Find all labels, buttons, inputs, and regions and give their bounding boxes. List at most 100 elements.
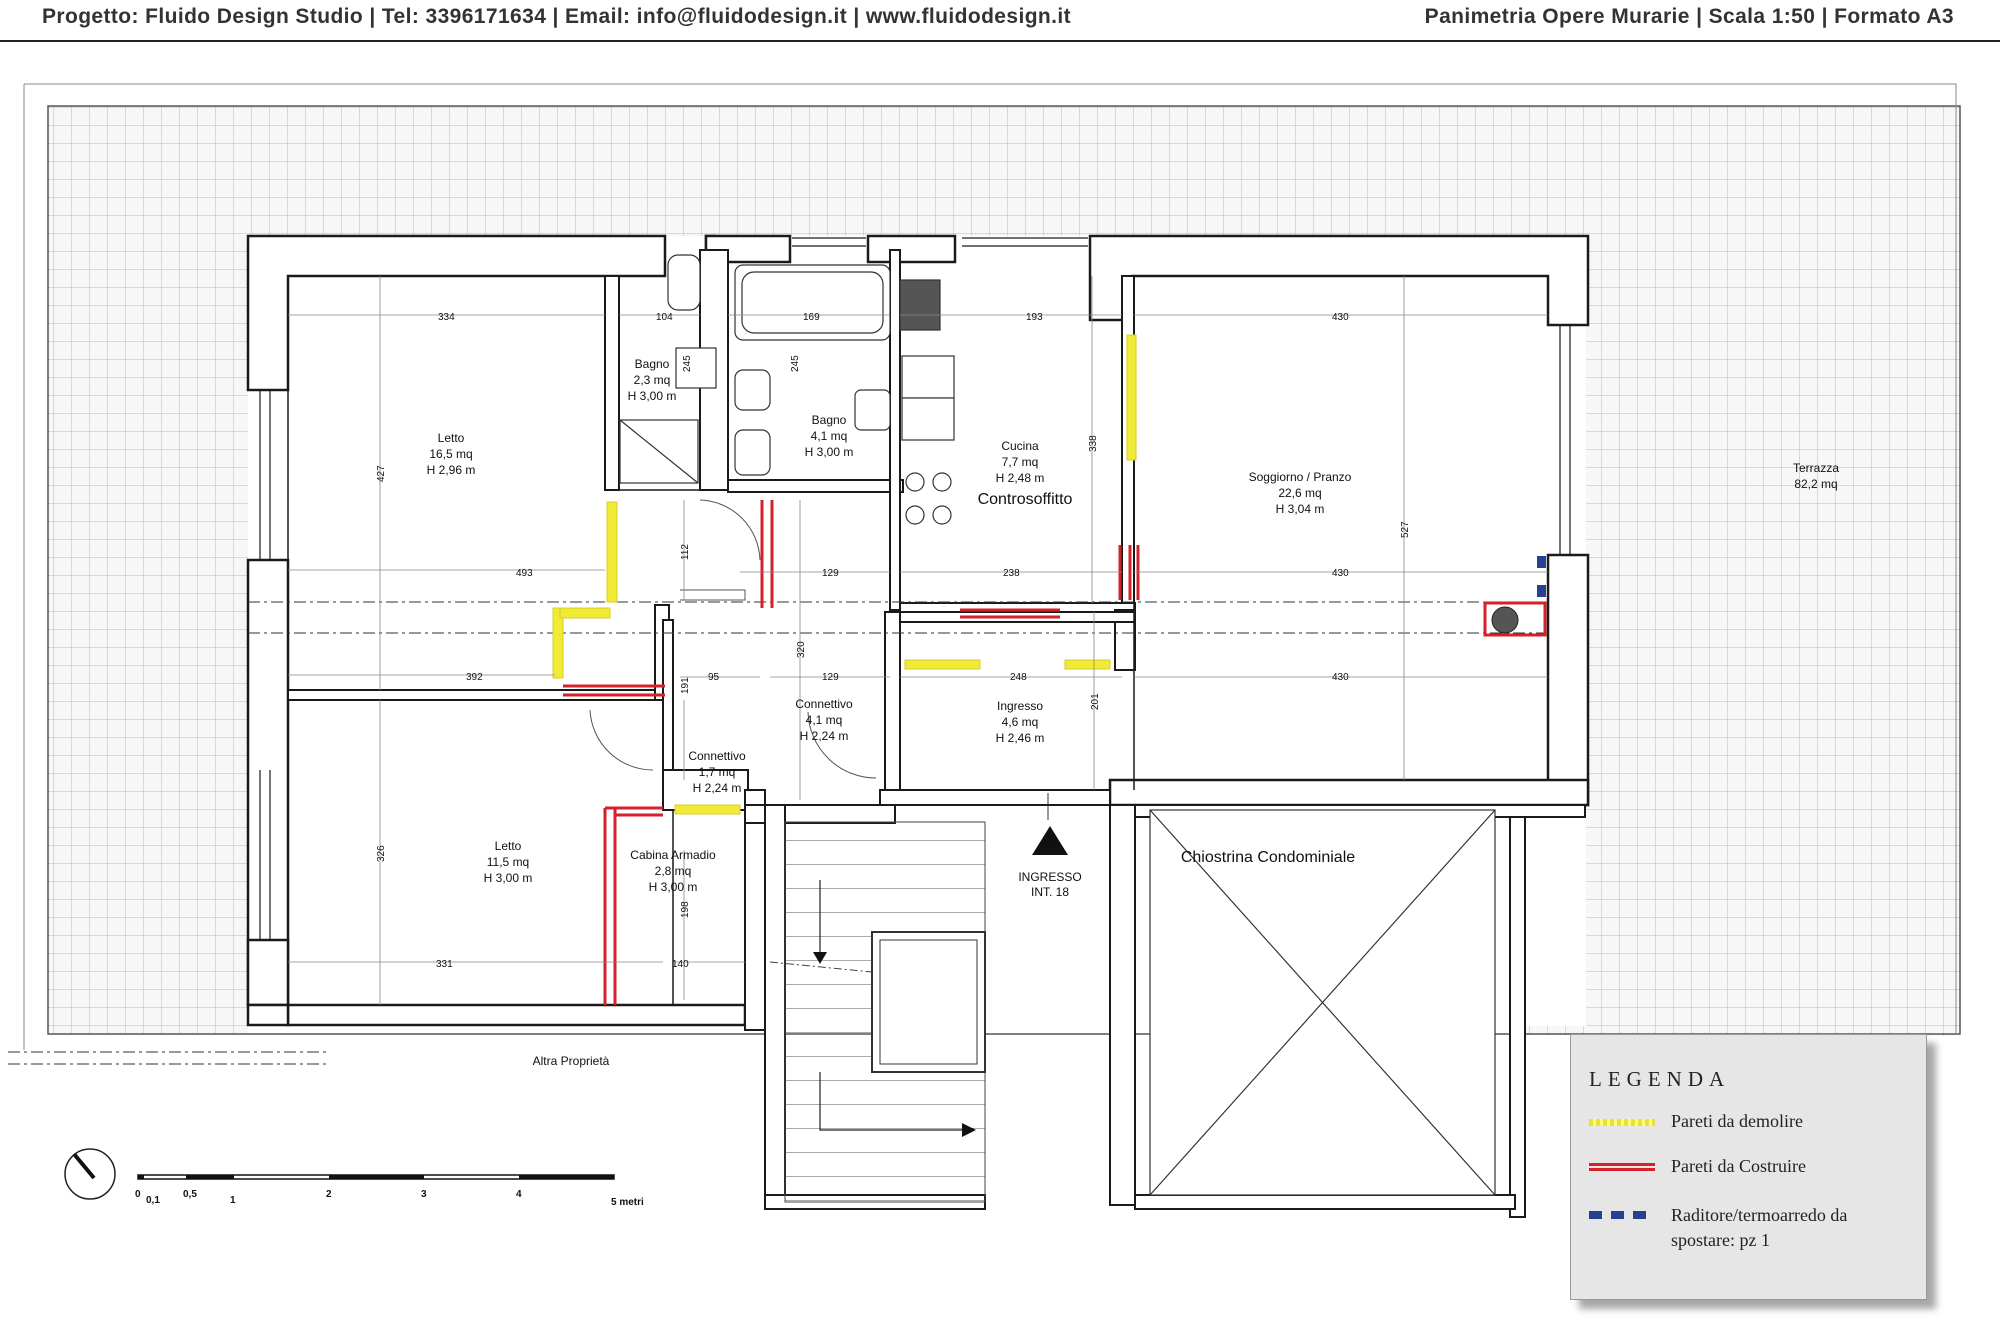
svg-text:7,7 mq: 7,7 mq bbox=[1002, 455, 1039, 469]
doors bbox=[589, 499, 877, 779]
room-bagno-2: Bagno 4,1 mq H 3,00 m bbox=[805, 413, 854, 459]
walls-to-build bbox=[563, 500, 1547, 1005]
svg-text:H 3,00 m: H 3,00 m bbox=[628, 389, 677, 403]
chimney-icon bbox=[899, 279, 941, 331]
svg-text:245: 245 bbox=[790, 355, 801, 372]
svg-text:Connettivo: Connettivo bbox=[795, 697, 853, 711]
svg-text:Letto: Letto bbox=[438, 431, 465, 445]
sink-icon bbox=[675, 347, 717, 389]
svg-text:245: 245 bbox=[682, 355, 693, 372]
radiator-marks bbox=[1491, 556, 1546, 634]
exterior-walls bbox=[246, 234, 1590, 1027]
svg-text:H 2,24 m: H 2,24 m bbox=[693, 781, 742, 795]
svg-text:331: 331 bbox=[436, 959, 453, 970]
stairwell bbox=[769, 821, 986, 1203]
terrace-tiles bbox=[23, 83, 1961, 1050]
svg-text:Cucina: Cucina bbox=[1001, 439, 1039, 453]
svg-text:H 2,24 m: H 2,24 m bbox=[800, 729, 849, 743]
ingresso-int-label: INT. 18 bbox=[1031, 885, 1069, 899]
build-swatch bbox=[1589, 1163, 1655, 1171]
svg-text:Connettivo: Connettivo bbox=[688, 749, 746, 763]
entrance-arrow bbox=[1032, 793, 1068, 855]
svg-text:2: 2 bbox=[326, 1189, 332, 1200]
scale-bar: 0 0,1 0,5 1 2 3 4 5 metri bbox=[135, 1174, 644, 1208]
svg-text:338: 338 bbox=[1088, 435, 1099, 452]
demolish-swatch bbox=[1589, 1119, 1655, 1126]
room-bagno-1: Bagno 2,3 mq H 3,00 m bbox=[628, 357, 677, 403]
legend-demolish-label: Pareti da demolire bbox=[1671, 1111, 1803, 1131]
svg-text:129: 129 bbox=[822, 672, 839, 683]
svg-text:191: 191 bbox=[680, 677, 691, 694]
entrance-arrow-icon bbox=[1032, 826, 1068, 855]
axis-lines bbox=[8, 601, 1548, 1065]
svg-text:193: 193 bbox=[1026, 312, 1043, 323]
burner-icon bbox=[905, 472, 925, 492]
room-cabina-armadio: Cabina Armadio 2,8 mq H 3,00 m bbox=[630, 848, 716, 894]
svg-text:16,5 mq: 16,5 mq bbox=[429, 447, 472, 461]
svg-text:4,1 mq: 4,1 mq bbox=[811, 429, 848, 443]
svg-text:2,3 mq: 2,3 mq bbox=[634, 373, 671, 387]
svg-text:Ingresso: Ingresso bbox=[997, 699, 1043, 713]
svg-text:95: 95 bbox=[708, 672, 720, 683]
title-bar: Progetto: Fluido Design Studio | Tel: 33… bbox=[0, 0, 2000, 42]
svg-text:22,6 mq: 22,6 mq bbox=[1278, 486, 1321, 500]
sink-basin-icon bbox=[901, 355, 955, 399]
svg-text:430: 430 bbox=[1332, 568, 1349, 579]
svg-text:4,6 mq: 4,6 mq bbox=[1002, 715, 1039, 729]
kitchen-fixtures bbox=[899, 279, 955, 525]
walls-to-demolish bbox=[552, 334, 1137, 815]
svg-text:Bagno: Bagno bbox=[812, 413, 847, 427]
svg-text:H 3,00 m: H 3,00 m bbox=[805, 445, 854, 459]
svg-text:H 2,48 m: H 2,48 m bbox=[996, 471, 1045, 485]
bathroom-fixtures bbox=[619, 254, 891, 484]
svg-text:Letto: Letto bbox=[495, 839, 522, 853]
svg-text:112: 112 bbox=[680, 544, 691, 560]
chiostrina-area bbox=[1149, 809, 1496, 1196]
svg-text:527: 527 bbox=[1400, 521, 1411, 538]
drawing-info: Panimetria Opere Murarie | Scala 1:50 | … bbox=[1424, 5, 1954, 28]
chiostrina-label: Chiostrina Condominiale bbox=[1181, 849, 1355, 866]
altra-proprieta-label: Altra Proprietà bbox=[533, 1054, 610, 1068]
svg-text:104: 104 bbox=[656, 312, 673, 323]
svg-text:82,2 mq: 82,2 mq bbox=[1794, 477, 1837, 491]
room-connettivo-1: Connettivo 4,1 mq H 2,24 m bbox=[795, 697, 853, 743]
legend-build-label: Pareti da Costruire bbox=[1671, 1156, 1806, 1176]
svg-text:4,1 mq: 4,1 mq bbox=[806, 713, 843, 727]
svg-text:0: 0 bbox=[135, 1189, 141, 1200]
svg-text:392: 392 bbox=[466, 672, 483, 683]
svg-text:4: 4 bbox=[516, 1189, 522, 1200]
legend-title: LEGENDA bbox=[1589, 1067, 1731, 1091]
svg-text:320: 320 bbox=[796, 641, 807, 658]
sink-basin-icon-2 bbox=[901, 397, 955, 441]
svg-text:3: 3 bbox=[421, 1189, 427, 1200]
svg-text:334: 334 bbox=[438, 312, 455, 323]
dimension-texts: 334 104 169 193 430 493 129 238 430 392 … bbox=[376, 312, 1411, 970]
sink-icon-2 bbox=[854, 389, 891, 431]
room-letto-2: Letto 11,5 mq H 3,00 m bbox=[484, 839, 533, 885]
svg-text:326: 326 bbox=[376, 845, 387, 862]
room-soggiorno: Soggiorno / Pranzo 22,6 mq H 3,04 m bbox=[1249, 470, 1352, 516]
room-letto-1: Letto 16,5 mq H 2,96 m bbox=[427, 431, 476, 477]
svg-text:129: 129 bbox=[822, 568, 839, 579]
project-info: Progetto: Fluido Design Studio | Tel: 33… bbox=[42, 5, 1072, 28]
radiator-swatch bbox=[1589, 1211, 1655, 1219]
north-arrow-icon bbox=[64, 1148, 116, 1200]
bathtub-icon bbox=[734, 264, 891, 341]
room-ingresso: Ingresso 4,6 mq H 2,46 m bbox=[996, 699, 1045, 745]
svg-text:140: 140 bbox=[672, 959, 689, 970]
svg-text:169: 169 bbox=[803, 312, 820, 323]
toilet-icon bbox=[667, 254, 701, 311]
svg-text:198: 198 bbox=[680, 901, 691, 918]
svg-text:430: 430 bbox=[1332, 672, 1349, 683]
svg-text:Soggiorno / Pranzo: Soggiorno / Pranzo bbox=[1249, 470, 1352, 484]
room-terrazza: Terrazza 82,2 mq bbox=[1793, 461, 1839, 491]
bidet-icon bbox=[734, 369, 771, 411]
legend-panel: LEGENDA Pareti da demolire Pareti da Cos… bbox=[1570, 1034, 1927, 1300]
svg-text:1: 1 bbox=[230, 1195, 236, 1206]
svg-text:5 metri: 5 metri bbox=[611, 1197, 644, 1208]
svg-text:H 3,00 m: H 3,00 m bbox=[649, 880, 698, 894]
svg-text:H 3,04 m: H 3,04 m bbox=[1276, 502, 1325, 516]
svg-text:H 2,96 m: H 2,96 m bbox=[427, 463, 476, 477]
svg-text:0,1: 0,1 bbox=[146, 1195, 160, 1206]
